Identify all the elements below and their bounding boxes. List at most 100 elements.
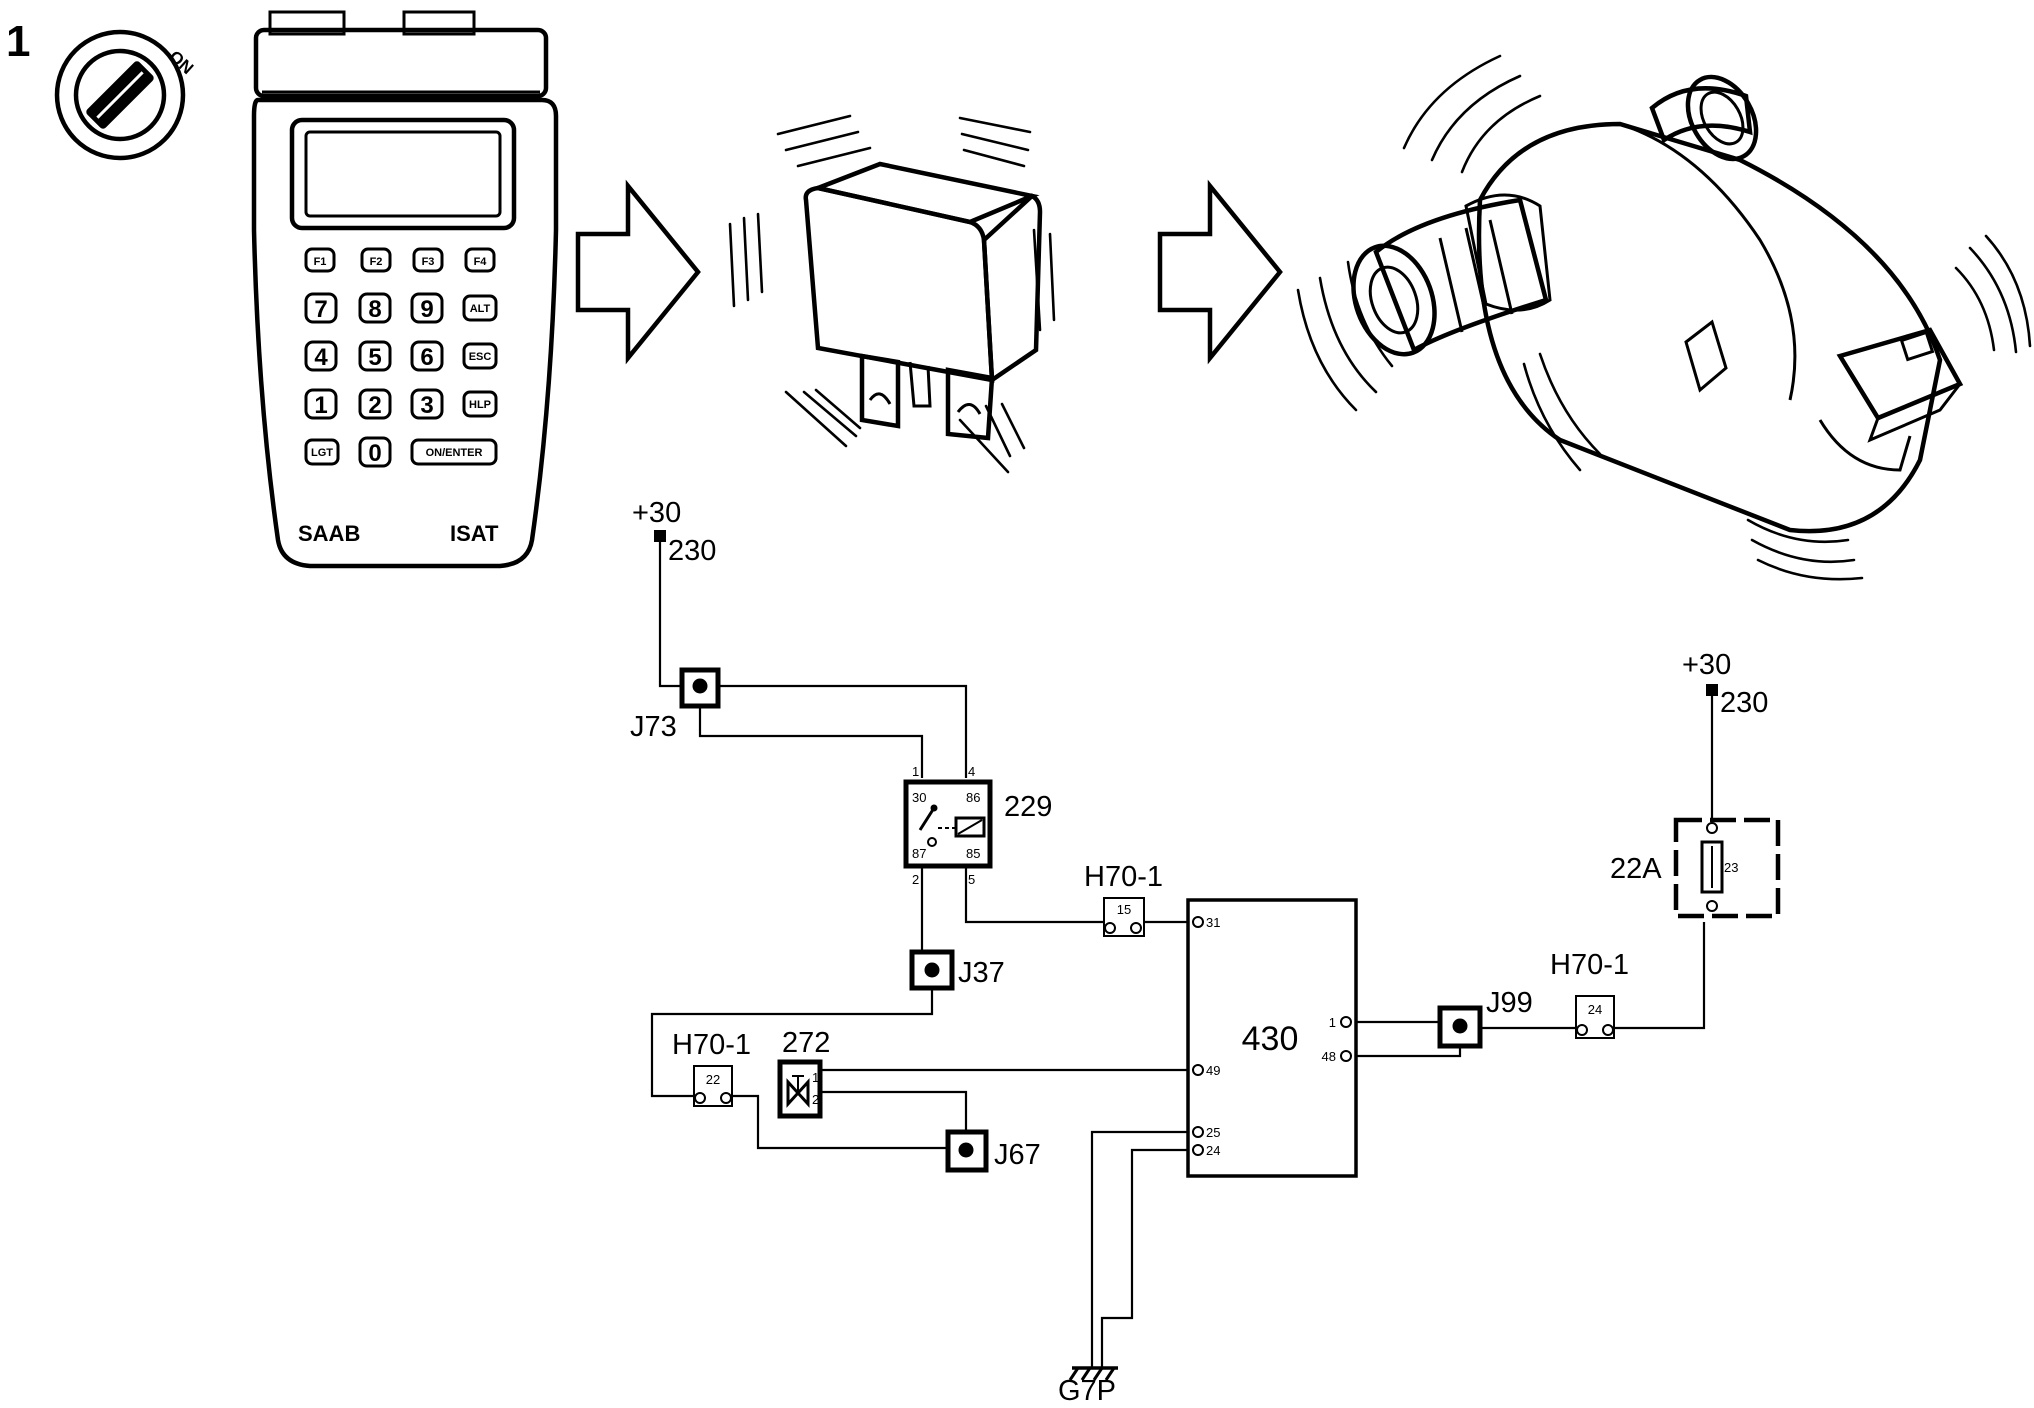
- ecu-pin-48: 48: [1322, 1049, 1336, 1064]
- relay-term-85: 85: [966, 846, 980, 861]
- supply-right-wire: 230: [1720, 687, 1768, 719]
- svg-text:0: 0: [368, 440, 381, 467]
- step-number: 1: [6, 17, 30, 66]
- key-f4: F4: [464, 247, 496, 273]
- ecu-id: 430: [1242, 1020, 1299, 1058]
- ecu-pin-49: 49: [1206, 1063, 1220, 1078]
- svg-text:J67: J67: [994, 1139, 1041, 1171]
- svg-text:F3: F3: [422, 256, 435, 268]
- key-5: 5: [358, 340, 392, 372]
- isat-tester-icon: [251, 10, 559, 569]
- key-0: 0: [358, 436, 392, 468]
- svg-text:LGT: LGT: [311, 447, 333, 459]
- svg-text:J37: J37: [958, 957, 1005, 989]
- ignition-switch-icon: ON: [54, 29, 197, 161]
- key-f1: F1: [304, 247, 336, 273]
- key-f2: F2: [360, 247, 392, 273]
- splice-j99: J99: [1437, 987, 1533, 1049]
- key-3: 3: [410, 388, 444, 420]
- svg-text:5: 5: [368, 344, 381, 371]
- relay-pin-1: 1: [912, 764, 919, 779]
- supply-left-wire: 230: [668, 535, 716, 567]
- svg-text:ALT: ALT: [470, 303, 491, 315]
- key-7: 7: [304, 292, 338, 324]
- key-4: 4: [304, 340, 338, 372]
- ecu-pin-1: 1: [1329, 1015, 1336, 1030]
- relay-term-87: 87: [912, 846, 926, 861]
- svg-text:ESC: ESC: [469, 351, 492, 363]
- relay-icon: [728, 114, 1056, 474]
- svg-text:2: 2: [368, 392, 381, 419]
- key-lgt: LGT: [304, 438, 340, 466]
- arrow-right-icon: [575, 179, 701, 365]
- valve-pin-2: 2: [812, 1092, 819, 1107]
- tester-brand-saab: SAAB: [298, 521, 360, 546]
- connector-h70-1-pin-15: 15 H70-1: [1084, 861, 1163, 937]
- svg-text:HLP: HLP: [469, 399, 491, 411]
- control-module-430: 31 49 25 24 1 48 430: [1186, 898, 1358, 1178]
- relay-229: 1 4 2 5 30 86 87 85 229: [903, 764, 1052, 887]
- valve-id: 272: [782, 1027, 830, 1059]
- ecu-pin-24: 24: [1206, 1143, 1220, 1158]
- supply-right: +30 230: [1682, 649, 1768, 719]
- ecu-pin-25: 25: [1206, 1125, 1220, 1140]
- svg-text:22: 22: [706, 1072, 720, 1087]
- relay-pin-2: 2: [912, 872, 919, 887]
- tester-keypad: F1 F2 F3 F4 7 8 9 ALT 4 5 6 ESC 1 2 3 HL…: [298, 247, 499, 546]
- key-esc: ESC: [462, 342, 498, 370]
- ground-g7p: G7P: [1058, 1366, 1118, 1407]
- ground-label: G7P: [1058, 1375, 1116, 1407]
- key-9: 9: [410, 292, 444, 324]
- fuse-number: 23: [1724, 860, 1738, 875]
- ignition-on-label: ON: [165, 47, 197, 78]
- svg-text:F4: F4: [474, 256, 488, 268]
- svg-text:3: 3: [420, 392, 433, 419]
- fuse-box-22a: 23 22A: [1610, 817, 1781, 919]
- key-2: 2: [358, 388, 392, 420]
- svg-text:ON/ENTER: ON/ENTER: [426, 447, 483, 459]
- connector-h70-1-label: H70-1: [1084, 861, 1163, 893]
- relay-term-86: 86: [966, 790, 980, 805]
- supply-left-voltage: +30: [632, 497, 681, 529]
- svg-text:9: 9: [420, 296, 433, 323]
- splice-j73: J73: [630, 667, 721, 743]
- supply-right-voltage: +30: [1682, 649, 1731, 681]
- key-hlp: HLP: [462, 390, 498, 418]
- svg-text:J99: J99: [1486, 987, 1533, 1019]
- svg-text:15: 15: [1117, 902, 1131, 917]
- svg-text:J73: J73: [630, 711, 677, 743]
- svg-text:6: 6: [420, 344, 433, 371]
- arrow-right-icon: [1157, 179, 1283, 365]
- supply-left: +30 230: [632, 497, 716, 567]
- svg-text:1: 1: [314, 392, 327, 419]
- tester-brand-isat: ISAT: [450, 521, 499, 546]
- splice-j37: J37: [909, 949, 1005, 991]
- key-alt: ALT: [462, 294, 498, 322]
- relay-pin-5: 5: [968, 872, 975, 887]
- key-8: 8: [358, 292, 392, 324]
- svg-text:F1: F1: [314, 256, 327, 268]
- relay-term-30: 30: [912, 790, 926, 805]
- ecu-pin-31: 31: [1206, 915, 1220, 930]
- svg-text:8: 8: [368, 296, 381, 323]
- valve-272: 1 2 272: [777, 1027, 830, 1119]
- key-on-enter: ON/ENTER: [410, 438, 498, 466]
- svg-text:F2: F2: [370, 256, 383, 268]
- connector-h70-1-pin-22: 22 H70-1: [672, 1029, 751, 1107]
- schematic-wiring: [650, 540, 1714, 1368]
- key-6: 6: [410, 340, 444, 372]
- connector-h70-1-label: H70-1: [1550, 949, 1629, 981]
- key-1: 1: [304, 388, 338, 420]
- splice-j67: J67: [945, 1129, 1041, 1173]
- svg-text:7: 7: [314, 296, 327, 323]
- svg-text:4: 4: [314, 344, 328, 371]
- svg-text:24: 24: [1588, 1002, 1602, 1017]
- relay-pin-4: 4: [968, 764, 975, 779]
- relay-id: 229: [1004, 791, 1052, 823]
- fuse-box-id: 22A: [1610, 853, 1662, 885]
- key-f3: F3: [412, 247, 444, 273]
- connector-h70-1-pin-24: 24 H70-1: [1550, 949, 1629, 1039]
- connector-h70-1-label: H70-1: [672, 1029, 751, 1061]
- vacuum-valve-icon: [1296, 54, 2032, 581]
